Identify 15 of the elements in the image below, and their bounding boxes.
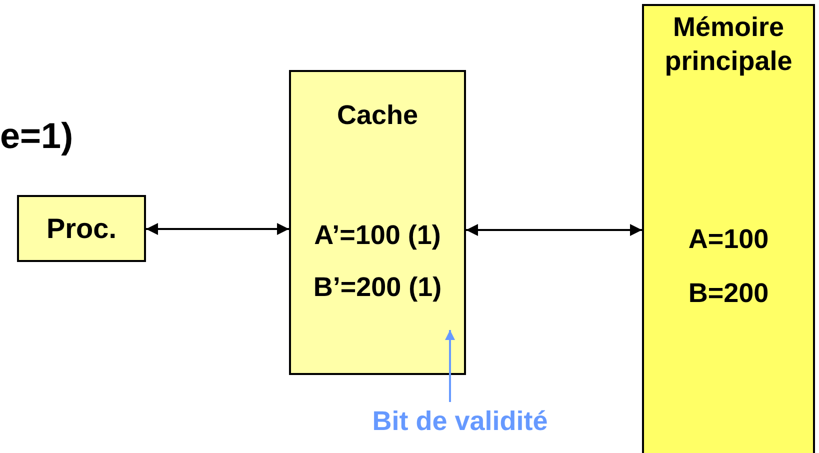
node-title: Cache [336, 100, 420, 130]
memory-box [642, 4, 815, 453]
value-text: B=200 [687, 278, 770, 308]
value-text: A=100 [687, 224, 770, 254]
node-title: Proc. [46, 212, 117, 246]
leader-arrow [445, 330, 455, 402]
value-text: B’=200 (1) [312, 272, 443, 302]
double-arrow [146, 223, 289, 235]
value-text: A’=100 (1) [313, 220, 442, 250]
cache-box [289, 70, 466, 375]
process-box [17, 195, 146, 262]
heading-fragment: e=1) [0, 118, 74, 154]
double-arrow [466, 224, 642, 236]
node-title: Bit de validité [372, 404, 548, 438]
node-title: Mémoire principale [664, 11, 794, 78]
